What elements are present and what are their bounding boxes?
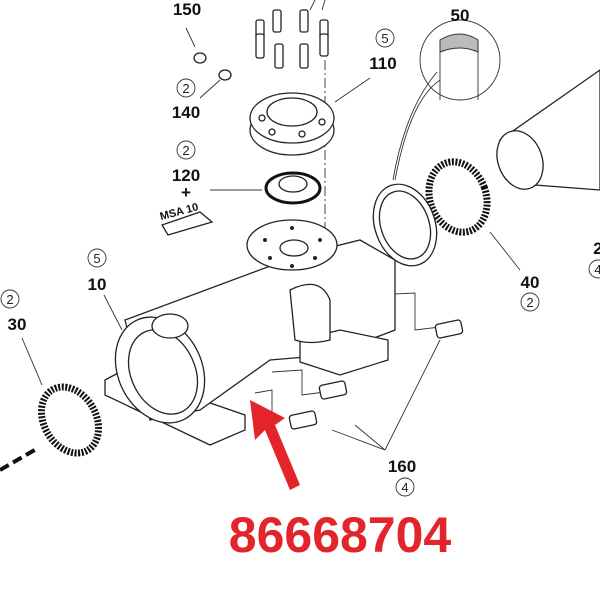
seal-ring bbox=[372, 183, 438, 267]
plug-150 bbox=[193, 52, 207, 64]
callout-160: 160 bbox=[388, 457, 416, 476]
callout-10: 10 bbox=[88, 275, 107, 294]
callout-150: 150 bbox=[173, 0, 201, 19]
callout-120: 120 bbox=[172, 166, 200, 185]
seal-120 bbox=[264, 171, 322, 205]
qty-30: 2 bbox=[6, 292, 13, 307]
axle-housing-10 bbox=[104, 219, 396, 446]
highlight-arrow bbox=[250, 400, 300, 490]
cover-110 bbox=[249, 92, 335, 156]
callout-140: 140 bbox=[172, 103, 200, 122]
qty-120: 2 bbox=[182, 143, 189, 158]
qty-circles bbox=[0, 28, 600, 497]
qty-110: 5 bbox=[381, 31, 388, 46]
part-number: 86668704 bbox=[229, 507, 452, 563]
qty-40: 2 bbox=[526, 295, 533, 310]
plug-140 bbox=[218, 69, 232, 81]
callout-110: 110 bbox=[369, 54, 396, 73]
qty-140: 2 bbox=[182, 81, 189, 96]
qty-10: 5 bbox=[93, 251, 100, 266]
callout-30: 30 bbox=[8, 315, 27, 334]
leader-lines bbox=[0, 0, 521, 472]
detail-view-50 bbox=[419, 19, 501, 101]
callout-40: 40 bbox=[521, 273, 540, 292]
callout-2-partial: 2 bbox=[593, 239, 600, 258]
shaft-assembly bbox=[496, 69, 600, 191]
qty-2-partial: 4 bbox=[594, 262, 600, 277]
qty-160: 4 bbox=[401, 480, 408, 495]
callout-50: 50 bbox=[451, 6, 470, 25]
bearing-30 bbox=[37, 383, 103, 457]
callout-plus: + bbox=[181, 183, 191, 202]
grease-tube bbox=[161, 211, 214, 236]
bolts bbox=[255, 9, 329, 69]
bearing-40 bbox=[425, 158, 491, 236]
fittings-160 bbox=[288, 319, 464, 430]
